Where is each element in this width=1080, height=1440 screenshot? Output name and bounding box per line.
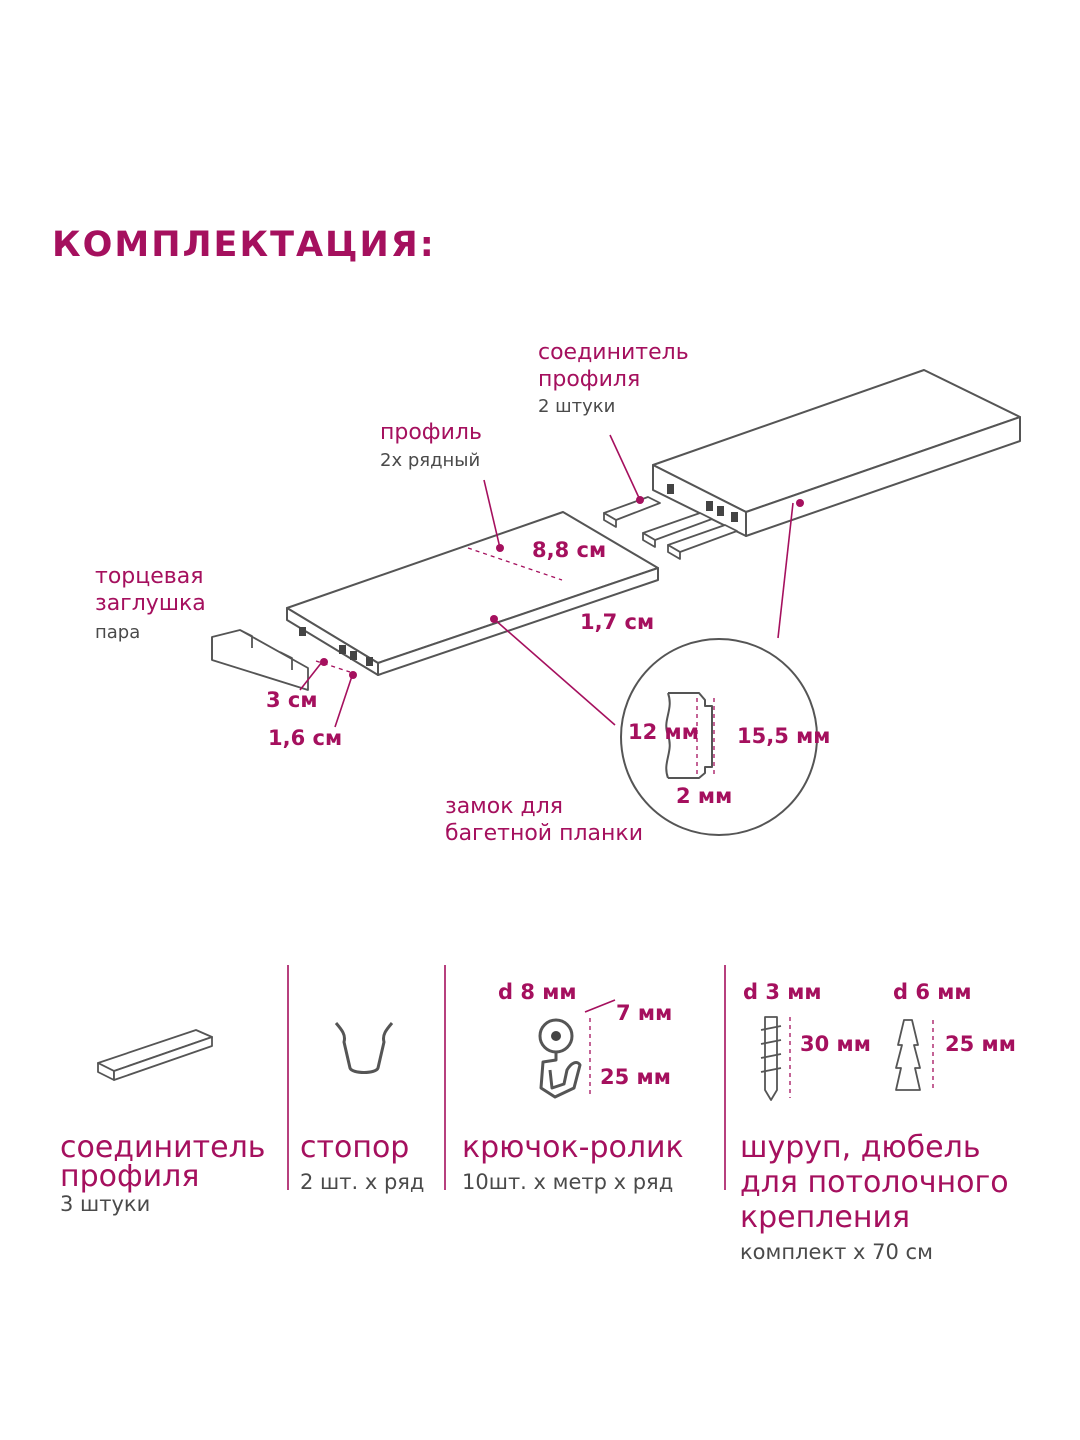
dim-lock-c: 2 мм	[676, 784, 733, 808]
column-dividers	[287, 965, 726, 1190]
profile-label: профиль	[380, 420, 482, 445]
dim-gap: 3 см	[266, 688, 318, 712]
endcap-label-line1: торцевая	[95, 564, 204, 589]
lock-label-line1: замок для	[445, 794, 564, 819]
dowel-length: 25 мм	[945, 1032, 1016, 1056]
dim-lock-b: 15,5 мм	[737, 724, 831, 748]
dim-groove: 1,6 см	[268, 726, 343, 750]
endcap-label-line2: заглушка	[95, 591, 206, 616]
bottom-connector-shape	[97, 1029, 213, 1081]
hook-roller-shape	[538, 1018, 582, 1099]
dim-dashes	[315, 547, 934, 1098]
item1-title-line1: соединитель	[60, 1130, 266, 1165]
leader-lines	[299, 434, 794, 1013]
screw-diameter: d 3 мм	[743, 980, 822, 1004]
item1-sub: 3 штуки	[60, 1192, 151, 1216]
hook-dim-b: 25 мм	[600, 1065, 671, 1089]
stopper-shape	[334, 1022, 394, 1074]
connector-count: 2 штуки	[538, 396, 616, 417]
dim-height: 1,7 см	[580, 610, 655, 634]
lock-detail-circle	[620, 638, 818, 836]
connector-label-line2: профиля	[538, 367, 641, 392]
item4-title-line3: крепления	[740, 1200, 911, 1235]
dowel-diameter: d 6 мм	[893, 980, 972, 1004]
profile-sub: 2х рядный	[380, 450, 481, 471]
item4-title-line2: для потолочного	[740, 1165, 1009, 1200]
hook-dim-a: 7 мм	[616, 1001, 673, 1025]
dim-width: 8,8 см	[532, 538, 607, 562]
item3-title: крючок-ролик	[462, 1130, 684, 1165]
page-title: КОМПЛЕКТАЦИЯ:	[52, 225, 436, 265]
item2-sub: 2 шт. х ряд	[300, 1170, 425, 1194]
item2-title: стопор	[300, 1130, 410, 1165]
dowel-shape	[895, 1019, 921, 1091]
lock-label-line2: багетной планки	[445, 821, 643, 846]
item1-title-line2: профиля	[60, 1159, 200, 1194]
profile-board-left	[286, 511, 659, 676]
item3-sub: 10шт. х метр х ряд	[462, 1170, 674, 1194]
leader-dots	[320, 496, 804, 679]
endcap-sub: пара	[95, 622, 141, 643]
item4-sub: комплект х 70 см	[740, 1240, 933, 1264]
dim-lock-a: 12 мм	[628, 720, 699, 744]
profile-board-right	[652, 369, 1021, 537]
connector-parts	[603, 496, 738, 560]
connector-label-line1: соединитель	[538, 340, 689, 365]
end-cap	[211, 629, 309, 691]
screw-length: 30 мм	[800, 1032, 871, 1056]
screw-shape	[760, 1016, 782, 1101]
item4-title-line1: шуруп, дюбель	[740, 1130, 981, 1165]
hook-diameter: d 8 мм	[498, 980, 577, 1004]
